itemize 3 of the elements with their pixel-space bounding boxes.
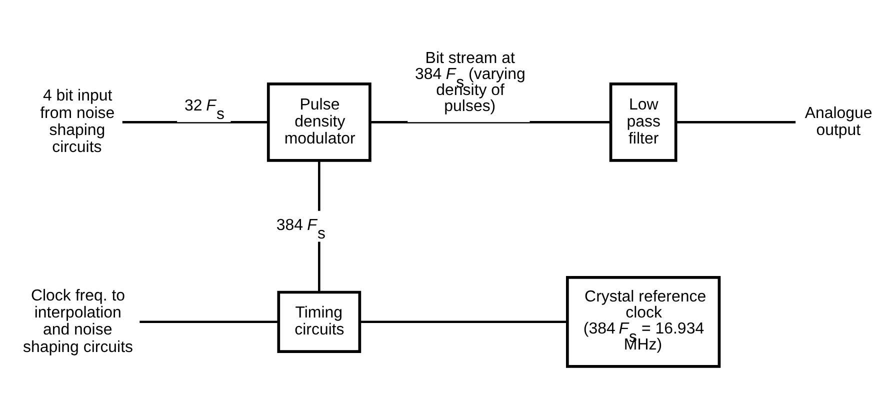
node-text: Clock freq. to interpolation and noise shaping circuits — [22, 286, 133, 356]
node-text: 4 bit input from noise shaping circuits — [40, 87, 114, 156]
node-text: Analogue output — [804, 104, 872, 138]
